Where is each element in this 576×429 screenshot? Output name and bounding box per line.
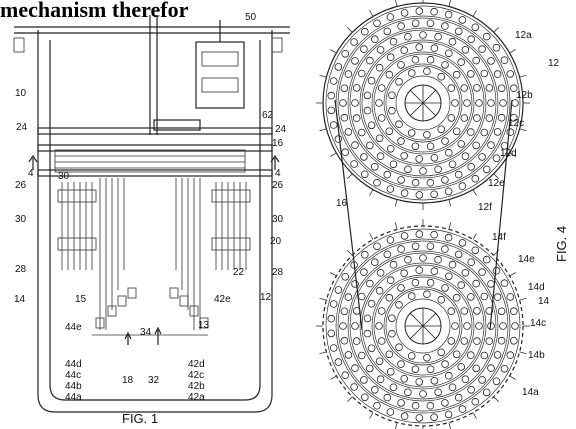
label-34: 34 (140, 327, 152, 338)
drive-coil-lower (201, 77, 239, 93)
grippers (95, 287, 209, 329)
label-44c: 44c (65, 370, 81, 381)
section-arrow-left (28, 154, 38, 170)
label-22: 22 (233, 267, 245, 278)
label-42e: 42e (214, 294, 231, 305)
label-42a: 42a (188, 392, 205, 403)
label-42d: 42d (188, 359, 205, 370)
label-32: 32 (148, 375, 160, 386)
label-42c: 42c (188, 370, 204, 381)
label-28-right: 28 (272, 267, 284, 278)
label-42b: 42b (188, 381, 205, 392)
label-14: 14 (14, 294, 26, 305)
page-title: mechanism therefor (0, 0, 189, 22)
label-30-left: 30 (15, 214, 27, 225)
label-44a: 44a (65, 392, 82, 403)
label-10: 10 (15, 88, 27, 99)
label-24-left: 24 (16, 122, 28, 133)
label-4-left: 4 (28, 168, 34, 179)
figure-1-caption: FIG. 1 (122, 411, 158, 426)
inner-rod-bundles (99, 178, 201, 330)
label-20: 20 (270, 236, 282, 247)
label-44b: 44b (65, 381, 82, 392)
label-24-right: 24 (275, 124, 287, 135)
drive-coil-upper (201, 51, 239, 67)
label-44e: 44e (65, 322, 82, 333)
left-rod-bundle (57, 182, 97, 270)
section-arrow-right (270, 154, 280, 170)
label-26-right: 26 (272, 180, 284, 191)
label-44d: 44d (65, 359, 82, 370)
label-16: 16 (272, 138, 284, 149)
label-28-left: 28 (15, 264, 27, 275)
plate-lower (37, 169, 273, 177)
label-15: 15 (75, 294, 87, 305)
inner-wall (49, 40, 261, 401)
label-12: 12 (260, 292, 272, 303)
label-62: 62 (262, 110, 274, 121)
right-bracket (271, 37, 283, 53)
label-18: 18 (122, 375, 134, 386)
label-30-right: 30 (272, 214, 284, 225)
label-4-right: 4 (275, 168, 281, 179)
arrow-18 (124, 331, 132, 345)
label-50: 50 (245, 12, 257, 23)
arrow-32 (154, 326, 162, 345)
left-bracket (13, 37, 25, 53)
shuttle-rack (54, 149, 246, 173)
plate-24 (37, 127, 273, 135)
container-outline (37, 30, 273, 413)
plate-16 (37, 144, 273, 152)
label-13: 13 (198, 320, 210, 331)
right-rod-bundle (211, 182, 251, 270)
label-26-left: 26 (15, 180, 27, 191)
coupling-62 (153, 119, 201, 131)
label-30-top: 30 (58, 171, 70, 182)
